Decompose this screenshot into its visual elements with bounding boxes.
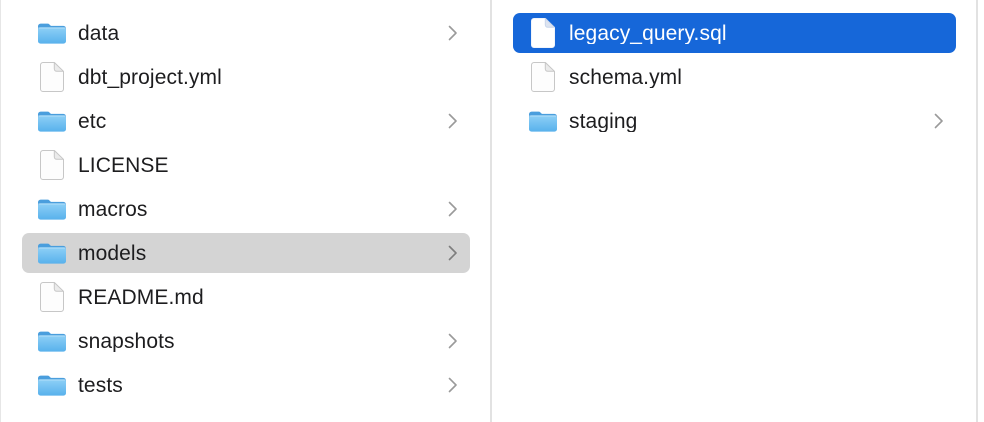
folder-icon — [37, 109, 67, 133]
file-row-LICENSE[interactable]: LICENSE — [22, 145, 470, 185]
item-label: macros — [78, 198, 148, 220]
folder-icon — [37, 373, 67, 397]
chevron-right-icon — [448, 245, 458, 261]
folder-icon — [528, 109, 558, 133]
item-label: snapshots — [78, 330, 175, 352]
document-icon — [37, 62, 67, 92]
folder-icon — [37, 21, 67, 45]
item-label: legacy_query.sql — [569, 22, 727, 44]
document-icon — [37, 150, 67, 180]
folder-row-data[interactable]: data — [22, 13, 470, 53]
chevron-right-icon — [448, 377, 458, 393]
column-1: data dbt_project.yml — [1, 0, 492, 422]
document-icon — [528, 62, 558, 92]
chevron-right-icon — [448, 333, 458, 349]
folder-icon — [37, 197, 67, 221]
folder-row-etc[interactable]: etc — [22, 101, 470, 141]
file-row-legacy_query.sql[interactable]: legacy_query.sql — [513, 13, 956, 53]
file-row-dbt_project.yml[interactable]: dbt_project.yml — [22, 57, 470, 97]
item-label: etc — [78, 110, 107, 132]
item-label: README.md — [78, 286, 204, 308]
item-label: models — [78, 242, 147, 264]
chevron-right-icon — [448, 25, 458, 41]
file-row-README.md[interactable]: README.md — [22, 277, 470, 317]
document-icon — [528, 18, 558, 48]
column-2: legacy_query.sql schema.yml — [492, 0, 978, 422]
folder-row-macros[interactable]: macros — [22, 189, 470, 229]
folder-row-staging[interactable]: staging — [513, 101, 956, 141]
chevron-right-icon — [448, 201, 458, 217]
item-label: tests — [78, 374, 123, 396]
file-row-schema.yml[interactable]: schema.yml — [513, 57, 956, 97]
item-label: dbt_project.yml — [78, 66, 222, 88]
item-label: schema.yml — [569, 66, 683, 88]
folder-row-tests[interactable]: tests — [22, 365, 470, 405]
item-label: data — [78, 22, 120, 44]
folder-row-models[interactable]: models — [22, 233, 470, 273]
chevron-right-icon — [448, 113, 458, 129]
folder-icon — [37, 329, 67, 353]
document-icon — [37, 282, 67, 312]
item-label: staging — [569, 110, 638, 132]
item-label: LICENSE — [78, 154, 169, 176]
folder-icon — [37, 241, 67, 265]
column-3-empty — [978, 0, 984, 422]
chevron-right-icon — [934, 113, 944, 129]
folder-row-snapshots[interactable]: snapshots — [22, 321, 470, 361]
